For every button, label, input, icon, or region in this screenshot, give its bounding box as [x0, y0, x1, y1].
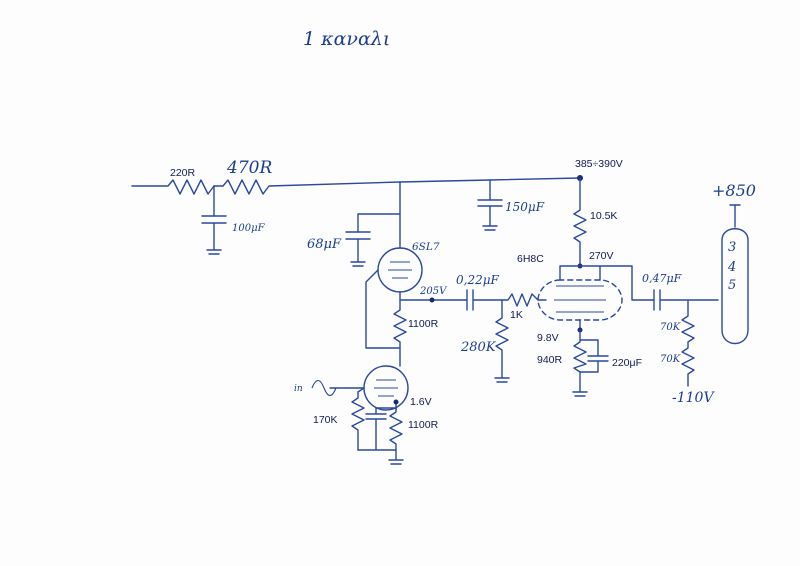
- label-022uf: 0,22μF: [456, 273, 500, 287]
- cathode-ground: [357, 449, 404, 465]
- capacitor-100uf: [201, 185, 227, 255]
- label-270v: 270V: [589, 250, 614, 262]
- label-205v: 205V: [419, 286, 448, 297]
- tube-6h8c: [537, 279, 623, 321]
- capacitor-150uf: [477, 179, 503, 231]
- resistor-170k: [351, 387, 365, 451]
- label-1100r-mid: 1100R: [408, 318, 439, 330]
- resistor-70k-divider: [681, 299, 695, 387]
- tube-6sl7-lower: [363, 365, 409, 411]
- resistor-10-5k: [573, 177, 587, 267]
- label-70k-lower: 70K: [660, 354, 681, 365]
- label-b-plus: 385÷390V: [575, 158, 623, 170]
- label-70k-upper: 70K: [660, 322, 681, 333]
- capacitor-220uf: [579, 339, 609, 373]
- plus-850-feed: [729, 204, 741, 228]
- capacitor-68uf: [345, 213, 401, 267]
- label-6h8c: 6H8C: [517, 253, 544, 265]
- resistor-940r: [572, 329, 588, 397]
- tube1-cathode-wire: [399, 291, 466, 301]
- resistor-1k: [501, 293, 547, 307]
- label-280k: 280K: [460, 340, 497, 355]
- label-9-8v: 9.8V: [537, 332, 559, 344]
- label-10-5k: 10.5K: [590, 210, 617, 222]
- label-pin-3: 3: [728, 240, 736, 255]
- capacitor-022uf: [464, 289, 503, 311]
- resistor-470r: [213, 179, 401, 195]
- label-100uf: 100μF: [232, 223, 266, 234]
- label-1-6v: 1.6V: [410, 396, 432, 408]
- resistor-1100r-cathode: [389, 407, 403, 451]
- label-220uf: 220μF: [612, 357, 642, 369]
- label-plus-850: +850: [712, 181, 756, 200]
- resistor-1100r-mid: [393, 299, 407, 367]
- tube-6sl7-upper: [377, 247, 423, 293]
- label-input: in: [294, 384, 303, 394]
- input-wire: [131, 179, 215, 195]
- plate-connection: [559, 265, 653, 301]
- capacitor-cathode: [365, 407, 397, 451]
- input-sine-icon: [311, 379, 337, 397]
- label-470r: 470R: [226, 158, 272, 178]
- resistor-280k: [494, 299, 510, 383]
- input-filter: [131, 179, 401, 255]
- output-tube: [721, 228, 749, 345]
- label-pin-4: 4: [727, 260, 736, 275]
- label-minus-110v: -110V: [672, 390, 715, 406]
- title-text: 1 καναλι: [303, 28, 390, 50]
- label-1k: 1K: [510, 309, 523, 321]
- label-047uf: 0,47μF: [642, 272, 682, 285]
- capacitor-047uf: [651, 289, 719, 311]
- label-150uf: 150μF: [505, 200, 545, 214]
- label-pin-5: 5: [728, 278, 736, 293]
- label-170k: 170K: [313, 414, 338, 426]
- label-940r: 940R: [537, 354, 563, 366]
- label-68uf: 68μF: [307, 237, 342, 252]
- label-6sl7: 6SL7: [412, 241, 440, 253]
- tube1-grid-wire: [365, 269, 401, 349]
- label-220r: 220R: [170, 167, 196, 179]
- label-1100r-cathode: 1100R: [408, 419, 439, 431]
